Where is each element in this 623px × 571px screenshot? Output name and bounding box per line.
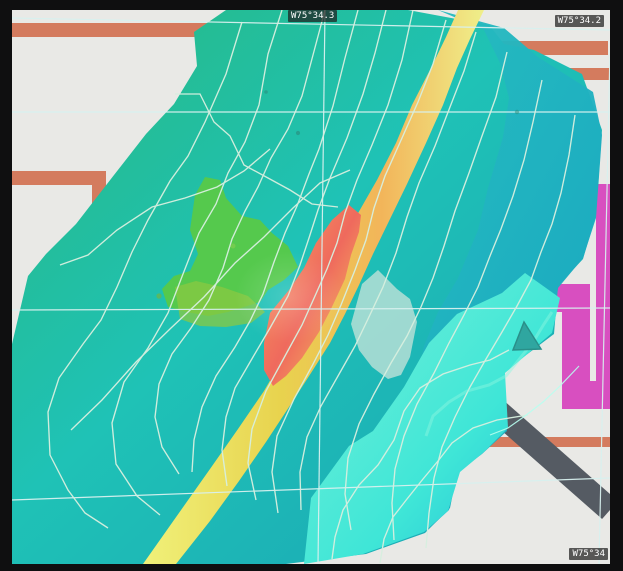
contour-line-9 xyxy=(344,51,508,531)
coordinate-label-top: W75°34.3 xyxy=(288,10,338,22)
latitude-line-3 xyxy=(12,477,610,501)
coordinate-label-bottom-right: W75°34 xyxy=(569,548,608,560)
contour-line-16 xyxy=(379,414,529,564)
coordinate-label-top-right: W75°34.2 xyxy=(554,15,604,27)
ridge-glow xyxy=(235,251,343,343)
contour-line-10 xyxy=(391,79,543,541)
terrain-dot-5 xyxy=(230,243,236,249)
contour-line-6 xyxy=(247,10,414,501)
terrain-dot-4 xyxy=(156,293,162,299)
bathymetry-map xyxy=(12,10,610,564)
longitude-line-center xyxy=(317,10,326,564)
contour-line-12 xyxy=(175,93,339,208)
contour-line-7 xyxy=(271,19,447,514)
terrain-dot-1 xyxy=(295,130,301,136)
ridge-main xyxy=(143,10,484,564)
latitude-line-top xyxy=(12,17,610,31)
contour-line-8 xyxy=(299,31,477,511)
contour-line-13 xyxy=(59,148,271,266)
shallow-survey-area xyxy=(304,273,560,564)
triangle-marker-icon xyxy=(511,320,543,351)
contour-line-1 xyxy=(47,21,243,529)
contour-line-15 xyxy=(331,349,510,560)
terrain-dot-3 xyxy=(514,109,520,115)
contour-line-14 xyxy=(70,169,351,431)
contour-line-5 xyxy=(221,10,387,487)
highlight-overlay xyxy=(351,270,417,379)
contour-line-11 xyxy=(425,114,576,549)
terrain-dot-2 xyxy=(264,90,268,94)
contour-line-4 xyxy=(191,10,359,473)
map-viewport[interactable]: W75°34.3 W75°34.2 W75°34 xyxy=(12,10,610,564)
survey-edge-line xyxy=(489,365,580,436)
contour-line-3 xyxy=(154,10,326,475)
contour-line-2 xyxy=(111,10,283,516)
survey-edge-highlight xyxy=(424,311,554,437)
longitude-line-right xyxy=(598,49,610,564)
bathymetry-right-basin xyxy=(327,10,602,546)
latitude-line-2 xyxy=(12,307,610,311)
